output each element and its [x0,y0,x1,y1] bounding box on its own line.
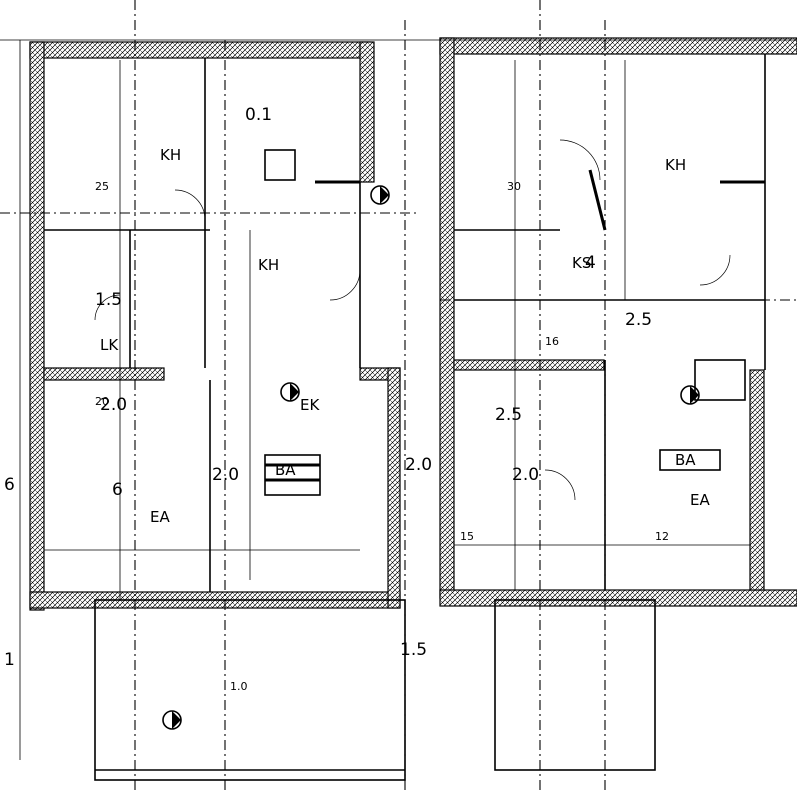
dimension-label: 2.5 [625,310,652,330]
room-label: EA [150,508,170,526]
room-label: KS [572,254,591,272]
dimension-label: 1.0 [230,680,248,693]
dimension-lines [0,39,797,760]
dimension-label: 25 [95,180,109,193]
room-label: EK [300,396,320,414]
room-label: KH [665,156,686,174]
dimension-label: 6 [112,480,123,500]
dimension-label: 2.5 [495,405,522,425]
room-label: BA [275,461,296,479]
dimension-label: 2.0 [100,395,127,415]
dimension-label: 1.5 [95,290,122,310]
dimension-label: 2.0 [405,455,432,475]
left-building [0,0,420,794]
dimension-label: 2.0 [512,465,539,485]
right-building [439,0,797,794]
dimension-label: 30 [507,180,521,193]
dimension-label: 1 [4,650,15,670]
room-label: KH [160,146,181,164]
dimension-label: 20 [95,395,109,408]
room-label: LK [100,336,119,354]
dimension-label: 16 [545,335,559,348]
dimension-label: 2.0 [212,465,239,485]
dimension-label: 1.5 [400,640,427,660]
room-label: BA [675,451,696,469]
room-label: EA [690,491,710,509]
dimension-label: 12 [655,530,669,543]
plan-labels: KH KH KH BA BA EK LK EA EA KS 2.0 1.5 2.… [4,105,710,693]
room-label: KH [258,256,279,274]
dimension-label: 0.1 [245,105,272,125]
dimension-label: 6 [4,475,15,495]
dimension-label: 4 [585,253,596,273]
dimension-label: 15 [460,530,474,543]
